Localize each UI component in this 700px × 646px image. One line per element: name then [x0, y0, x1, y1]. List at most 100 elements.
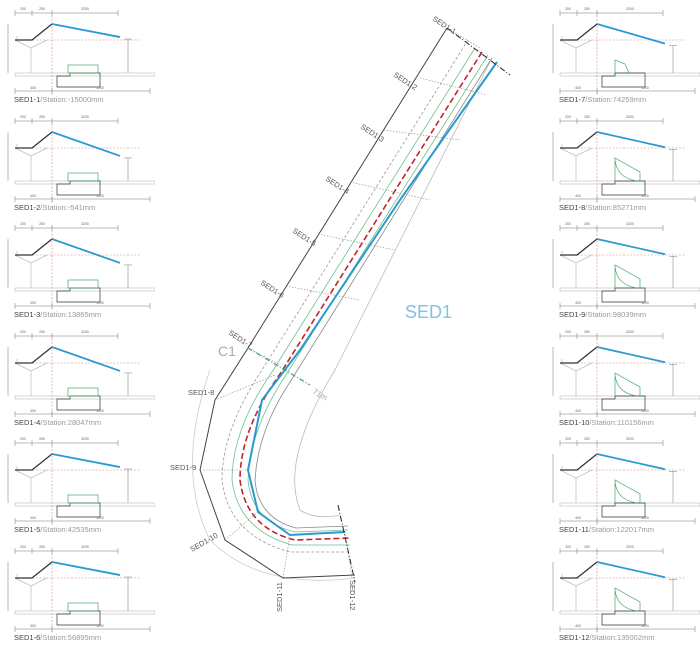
green-element	[67, 172, 99, 181]
dimension-label: 400	[30, 516, 36, 520]
dimension-label: 1200	[96, 409, 104, 413]
ground-line	[559, 502, 700, 507]
dimension-label: 400	[575, 516, 581, 520]
dimension-label: 400	[575, 301, 581, 305]
section-id: SED1-10	[559, 417, 590, 427]
dimension-label: 1200	[641, 409, 649, 413]
foundation-box	[56, 395, 101, 410]
section-caption: SED1-8/Station:85271mm	[559, 203, 646, 212]
dimension-label: 1200	[641, 86, 649, 90]
roof-blue-line	[596, 238, 666, 256]
green-element	[614, 264, 641, 289]
support-column	[559, 358, 593, 396]
section-station: Station:-15000mm	[42, 95, 104, 104]
section-marker-label: SED1-5	[291, 226, 318, 248]
foundation-box	[56, 287, 101, 303]
support-column	[14, 466, 48, 503]
end-cap-bottom	[337, 504, 356, 583]
support-column	[559, 143, 593, 181]
curve-label: C1	[218, 343, 236, 359]
dimension-label: 400	[30, 624, 36, 628]
dimension-label: 1200	[641, 301, 649, 305]
section-id: SED1-3	[14, 310, 41, 319]
section-cut-line	[282, 534, 291, 579]
section-marker-label: SED1-3	[359, 122, 386, 144]
section-id: SED1-9	[559, 310, 586, 319]
section-marker-label: SED1-10	[189, 531, 220, 554]
foundation-box	[56, 72, 101, 88]
ground-line	[14, 72, 155, 77]
dimension-label: 200	[20, 7, 26, 11]
foundation-box	[601, 180, 646, 195]
roof-blue-line	[51, 238, 121, 264]
section-station: Station:122017mm	[590, 525, 654, 534]
dimension-label: 3200	[81, 115, 89, 119]
section-cut-line	[317, 233, 396, 251]
dimension-label: 200	[565, 545, 571, 549]
dimension-label: 200	[565, 222, 571, 226]
section-caption: SED1-7/Station:74259mm	[559, 95, 646, 104]
dimension-label: 200	[20, 545, 26, 549]
support-column	[559, 573, 593, 611]
dimension-label: 250	[39, 222, 45, 226]
foundation-box	[56, 180, 101, 195]
roof-slope-line	[15, 453, 53, 471]
separator: /	[585, 310, 588, 319]
section-station: Station:98039mm	[587, 310, 647, 319]
path-outline-inner	[294, 61, 491, 518]
support-column	[559, 36, 593, 73]
dimension-label: 200	[20, 115, 26, 119]
section-id: SED1-7	[559, 95, 586, 104]
section-marker-label: SED1-9	[170, 463, 196, 472]
dimension-label: 400	[575, 624, 581, 628]
separator: /	[40, 632, 43, 642]
roof-blue-line	[51, 130, 121, 157]
end-cap-top	[446, 27, 511, 76]
roof-blue-line	[596, 130, 666, 148]
green-element	[614, 59, 630, 74]
dimension-label: 1200	[96, 301, 104, 305]
separator: /	[588, 525, 591, 534]
dimension-label: 250	[39, 7, 45, 11]
dimension-label: 1200	[641, 194, 649, 198]
dimension-label: 250	[39, 545, 45, 549]
dimension-label: 3200	[81, 545, 89, 549]
ground-line	[14, 395, 155, 399]
separator: /	[40, 525, 43, 534]
section-id: SED1-11	[559, 525, 589, 534]
distance-label: 71m	[311, 387, 329, 403]
foundation-box	[601, 610, 646, 625]
dimension-label: 3200	[626, 7, 634, 11]
section-id: SED1-1	[14, 95, 41, 104]
gray-inner-line	[254, 57, 493, 529]
section-marker-label: SED1-2	[392, 70, 419, 92]
roof-slope-line	[15, 560, 53, 579]
dimension-label: 400	[30, 409, 36, 413]
section-caption: SED1-3/Station:13865mm	[14, 310, 101, 319]
foundation-box	[601, 395, 646, 410]
roof-slope-line	[560, 453, 598, 471]
section-marker-label: SED1-4	[324, 174, 351, 196]
section-id: SED1-4	[14, 417, 41, 427]
roof-blue-line	[51, 560, 121, 576]
section-marker-label: SED1-12	[348, 580, 357, 610]
support-column	[559, 251, 593, 288]
dimension-label: 3200	[81, 330, 89, 334]
green-element	[614, 371, 641, 396]
section-marker-label: SED1-11	[275, 582, 284, 612]
section-station: Station:74259mm	[587, 95, 647, 104]
green-line-1	[231, 47, 476, 546]
